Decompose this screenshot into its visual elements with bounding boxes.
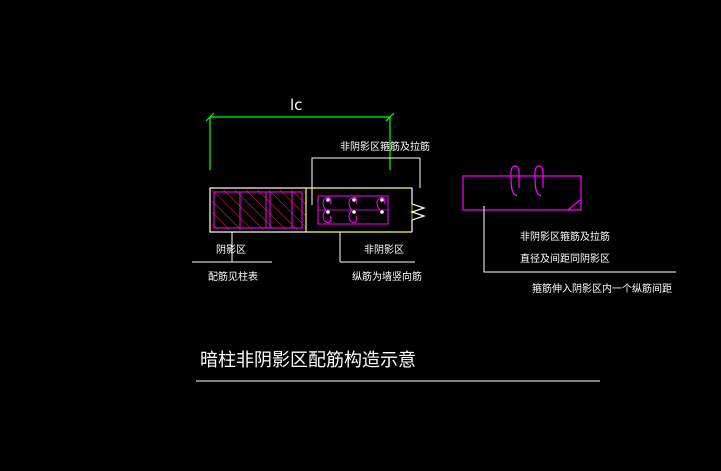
label-vertical-bars: 纵筋为墙竖向筋 [352,270,422,283]
wall-non-shadow-zone [305,187,426,233]
label-detail-line2: 直径及间距同阴影区 [520,252,610,265]
leader-non-shadow-zone: 非阴影区 纵筋为墙竖向筋 [339,232,422,283]
diagram-title: 暗柱非阴影区配筋构造示意 [200,350,416,371]
label-non-shadow-stirrups: 非阴影区箍筋及拉筋 [340,140,430,153]
dimension-label: lc [290,96,302,114]
label-detail-line1: 非阴影区箍筋及拉筋 [520,230,610,243]
label-non-shadow-zone: 非阴影区 [364,244,404,256]
break-line [410,188,426,232]
stirrup-detail: 非阴影区箍筋及拉筋 直径及间距同阴影区 箍筋伸入阴影区内一个纵筋间距 [462,165,676,295]
leader-non-shadow-stirrups: 非阴影区箍筋及拉筋 [311,140,430,205]
label-detail-line3: 箍筋伸入阴影区内一个纵筋间距 [532,282,672,295]
dimension-lc: lc [205,96,395,170]
title-block: 暗柱非阴影区配筋构造示意 [196,350,600,382]
shadow-zone-column [209,187,307,233]
leader-shadow-zone: 阴影区 配筋见柱表 [192,232,272,283]
label-shadow-zone: 阴影区 [216,244,246,256]
label-shadow-zone-rebar: 配筋见柱表 [208,270,258,283]
